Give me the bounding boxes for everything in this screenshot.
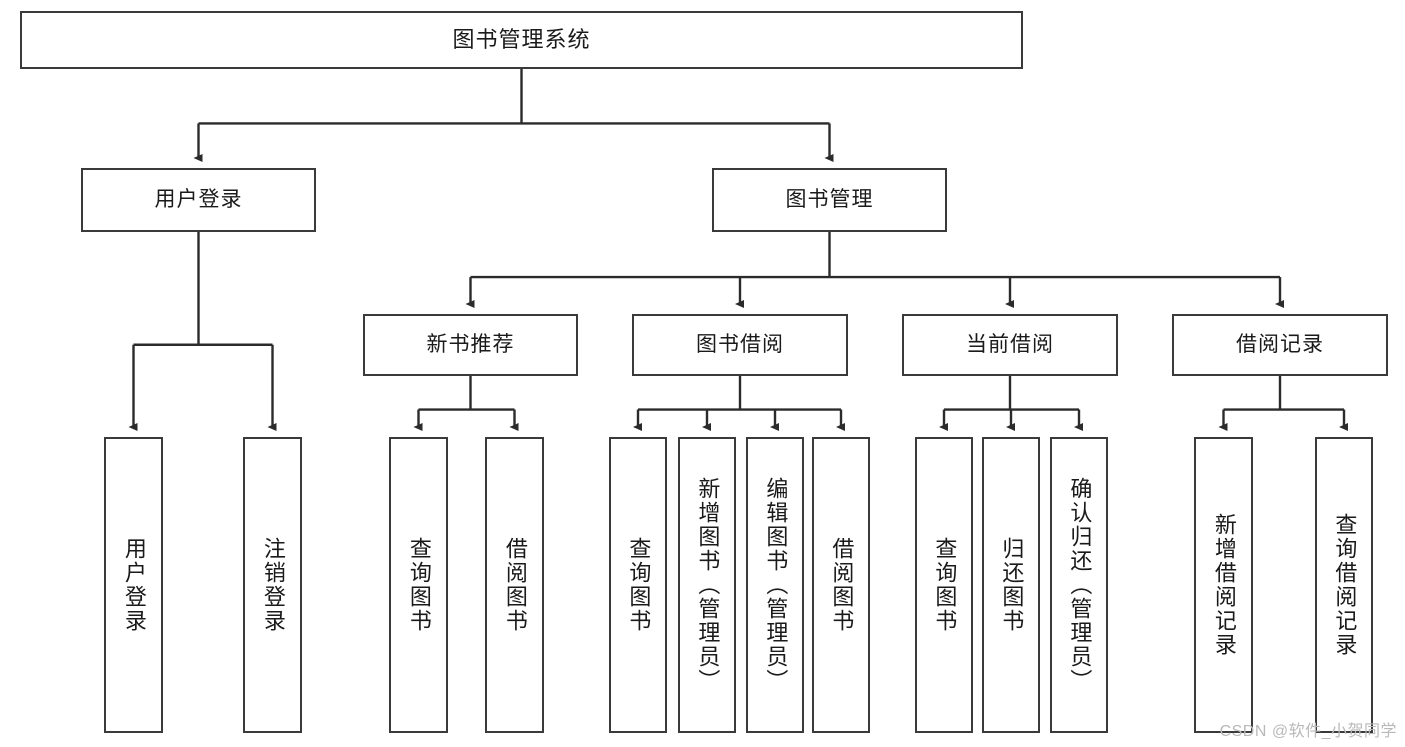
node-label: 查询图书 bbox=[932, 537, 958, 633]
connector-bus-cur-borrow bbox=[944, 376, 1079, 411]
node-label: 查询图书 bbox=[406, 537, 432, 633]
node-book-borrow[interactable]: 图书借阅 bbox=[632, 314, 848, 376]
node-label: 图书管理 bbox=[785, 187, 874, 211]
node-label: 借阅记录 bbox=[1236, 332, 1324, 356]
connector-bus-root bbox=[198, 69, 830, 125]
node-label: 用户登录 bbox=[154, 187, 243, 211]
node-label: 借阅图书 bbox=[829, 537, 855, 633]
node-leaf-log-query[interactable]: 查询借阅记录 bbox=[1315, 437, 1373, 733]
node-leaf-bb-borrow[interactable]: 借阅图书 bbox=[812, 437, 870, 733]
node-label: 确认归还（管理员） bbox=[1067, 477, 1093, 693]
connector-bus-new-book-rec bbox=[418, 376, 515, 411]
node-label: 查询借阅记录 bbox=[1332, 513, 1358, 657]
node-borrow-log[interactable]: 借阅记录 bbox=[1172, 314, 1388, 376]
node-label: 注销登录 bbox=[260, 537, 286, 633]
connector-bus-book-manage bbox=[470, 232, 1280, 279]
csdn-watermark: CSDN @软件_小贺同学 bbox=[1219, 723, 1397, 740]
node-leaf-user-logout[interactable]: 注销登录 bbox=[243, 437, 302, 733]
node-label: 新书推荐 bbox=[426, 332, 515, 356]
node-label: 当前借阅 bbox=[966, 332, 1054, 356]
connector-bus-book-borrow bbox=[638, 376, 841, 411]
node-label: 图书管理系统 bbox=[452, 27, 591, 53]
node-user-login[interactable]: 用户登录 bbox=[81, 168, 316, 232]
node-leaf-cb-query[interactable]: 查询图书 bbox=[915, 437, 973, 733]
connector-bus-user-login bbox=[133, 232, 273, 346]
node-cur-borrow[interactable]: 当前借阅 bbox=[902, 314, 1118, 376]
node-label: 图书借阅 bbox=[696, 332, 784, 356]
node-book-manage[interactable]: 图书管理 bbox=[712, 168, 947, 232]
node-root[interactable]: 图书管理系统 bbox=[20, 11, 1023, 69]
node-new-book-rec[interactable]: 新书推荐 bbox=[363, 314, 578, 376]
node-label: 查询图书 bbox=[626, 537, 652, 633]
node-label: 编辑图书（管理员） bbox=[763, 477, 789, 693]
node-leaf-cb-confirm[interactable]: 确认归还（管理员） bbox=[1050, 437, 1108, 733]
node-label: 新增图书（管理员） bbox=[695, 477, 721, 693]
node-leaf-bb-edit[interactable]: 编辑图书（管理员） bbox=[746, 437, 804, 733]
node-label: 用户登录 bbox=[121, 537, 147, 633]
node-leaf-bb-query[interactable]: 查询图书 bbox=[609, 437, 667, 733]
node-leaf-user-login[interactable]: 用户登录 bbox=[104, 437, 163, 733]
node-label: 借阅图书 bbox=[502, 537, 528, 633]
node-label: 新增借阅记录 bbox=[1211, 513, 1237, 657]
node-label: 归还图书 bbox=[999, 537, 1025, 633]
node-leaf-cb-return[interactable]: 归还图书 bbox=[982, 437, 1040, 733]
node-leaf-bb-add[interactable]: 新增图书（管理员） bbox=[678, 437, 736, 733]
node-leaf-log-add[interactable]: 新增借阅记录 bbox=[1194, 437, 1253, 733]
connector-bus-borrow-log bbox=[1223, 376, 1344, 411]
node-leaf-rec-borrow[interactable]: 借阅图书 bbox=[485, 437, 544, 733]
node-leaf-rec-query[interactable]: 查询图书 bbox=[389, 437, 448, 733]
